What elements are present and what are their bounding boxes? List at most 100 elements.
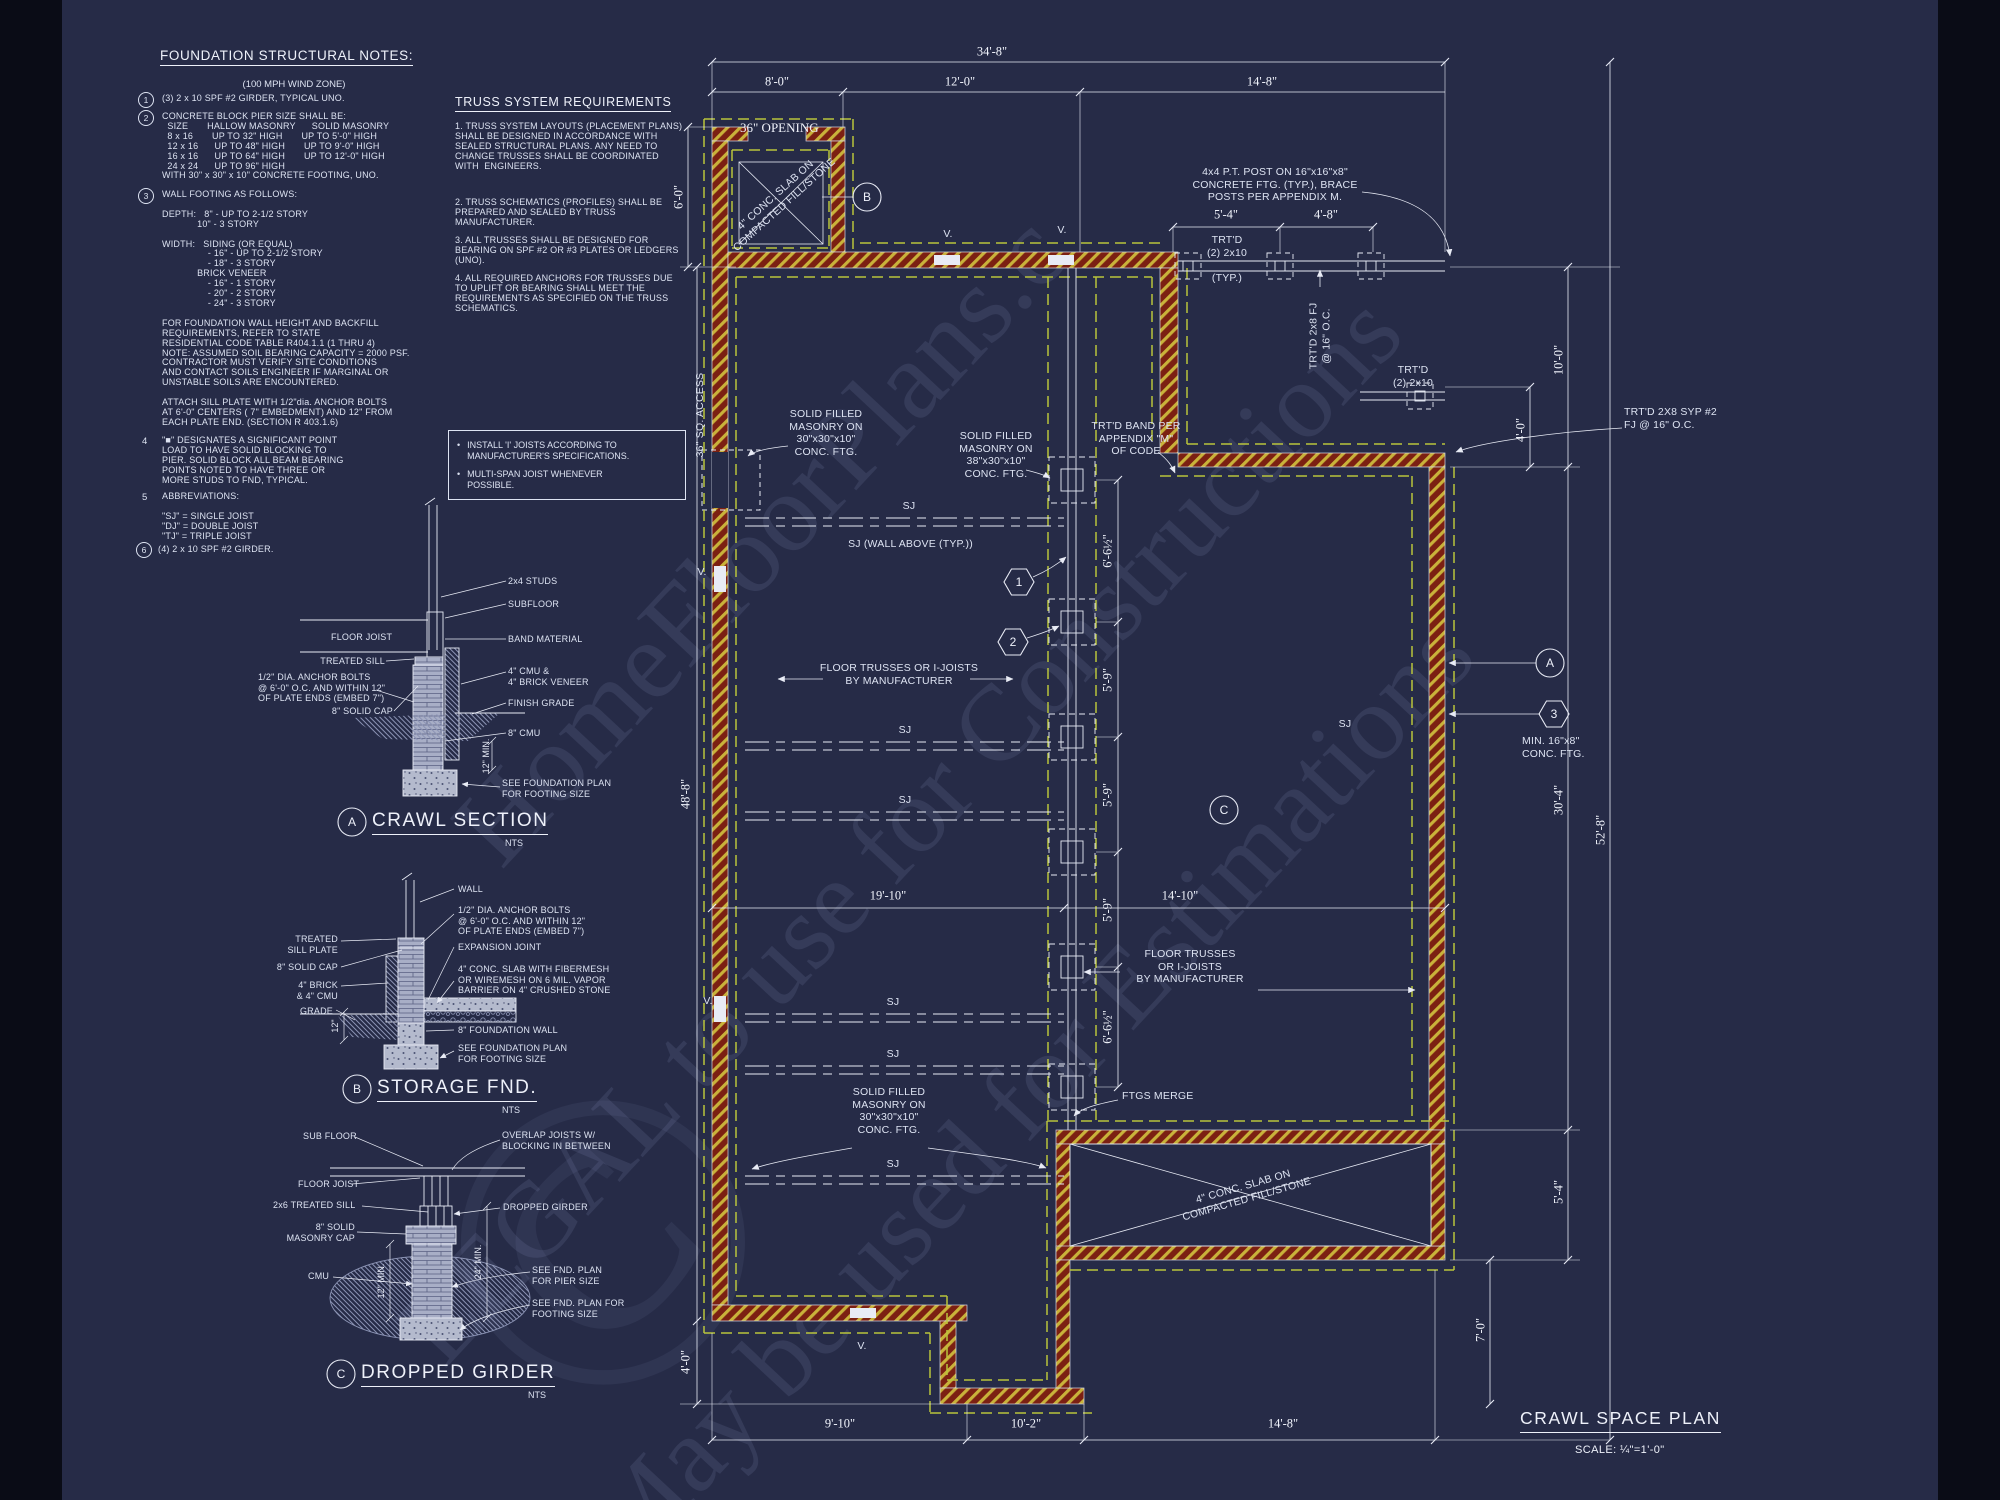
- detail-title-crawl-section: CRAWL SECTION: [372, 810, 549, 835]
- label-floor-trusses-center: FLOOR TRUSSES OR I-JOISTS BY MANUFACTURE…: [819, 662, 979, 687]
- dim-left1: 6'-0": [671, 184, 686, 210]
- note-text: ABBREVIATIONS: "SJ" = SINGLE JOIST "DJ" …: [162, 491, 259, 541]
- label-grade: GRADE: [299, 1006, 333, 1016]
- right-edge-strip: [1938, 0, 2000, 1500]
- label-trtd-fj: TRT'D 2x8 FJ @ 16" O.C.: [1307, 302, 1333, 370]
- label-floor-joist: FLOOR JOIST: [331, 632, 393, 642]
- detail-tag-c: C: [336, 1367, 346, 1381]
- foundation-notes-title: FOUNDATION STRUCTURAL NOTES:: [160, 48, 414, 66]
- truss-item: 1. TRUSS SYSTEM LAYOUTS (PLACEMENT PLANS…: [455, 121, 683, 171]
- label-trtd-syp: TRT'D 2X8 SYP #2 FJ @ 16" O.C.: [1624, 406, 1717, 431]
- label-see-foundation-plan: SEE FOUNDATION PLAN FOR FOOTING SIZE: [458, 1043, 568, 1064]
- plan-dimension-lines: [680, 57, 1620, 1445]
- dim-chain: 6'-6½": [1100, 1010, 1115, 1044]
- marker-hex1: 1: [1015, 575, 1023, 589]
- detail-scale: NTS: [502, 1105, 520, 1115]
- bullet-icon: •: [457, 440, 461, 450]
- label-conc-slab: 4" CONC. SLAB WITH FIBERMESH OR WIREMESH…: [458, 964, 611, 995]
- truss-item: 3. ALL TRUSSES SHALL BE DESIGNED FOR BEA…: [455, 235, 679, 265]
- label-see-foundation-plan: SEE FOUNDATION PLAN FOR FOOTING SIZE: [502, 778, 612, 799]
- label-sj: SJ: [898, 724, 912, 736]
- marker-c: C: [1219, 803, 1229, 817]
- label-sill-plate: TREATED SILL PLATE: [287, 934, 338, 955]
- label-sj: SJ: [886, 1048, 900, 1060]
- label-finish-grade: FINISH GRADE: [508, 698, 575, 708]
- label-cmu8: 8" CMU: [508, 728, 541, 738]
- dim-seg1: 8'-0": [764, 74, 790, 89]
- label-masonry-30-top: SOLID FILLED MASONRY ON 30"x30"x10" CONC…: [789, 408, 863, 458]
- dim-right-10: 10'-0": [1551, 344, 1566, 376]
- label-floor-joist: FLOOR JOIST: [298, 1179, 360, 1189]
- dim-12min: 12" MIN.: [481, 738, 491, 774]
- plan-vents: [714, 255, 1074, 1318]
- label-anchor-bolts: 1/2" DIA. ANCHOR BOLTS @ 6'-0" O.C. AND …: [258, 672, 386, 703]
- label-pier-size: SEE FND. PLAN FOR PIER SIZE: [532, 1265, 603, 1286]
- joist-note: INSTALL 'I' JOISTS ACCORDING TO MANUFACT…: [467, 440, 630, 461]
- note-text: CONCRETE BLOCK PIER SIZE SHALL BE: SIZE …: [162, 111, 390, 181]
- note-number: 3: [138, 188, 154, 204]
- label-post-note: 4x4 P.T. POST ON 16"x16"x8" CONCRETE FTG…: [1192, 166, 1358, 203]
- dim-chain: 6'-6½": [1100, 534, 1115, 568]
- dim-left3: 4'-0": [678, 1349, 693, 1375]
- label-sub-floor: SUB FLOOR: [303, 1131, 357, 1141]
- label-masonry-cap: 8" SOLID MASONRY CAP: [286, 1222, 355, 1243]
- sheet-title: CRAWL SPACE PLAN: [1520, 1408, 1721, 1433]
- label-trtd-2x10: TRT'D (2) 2x10: [1392, 364, 1434, 389]
- label-vent: V.: [703, 995, 713, 1007]
- crawl-section-drawing: [300, 497, 525, 837]
- note-text: WALL FOOTING AS FOLLOWS: DEPTH: 8" - UP …: [162, 189, 410, 427]
- label-solid-cap: 8" SOLID CAP: [276, 962, 338, 972]
- dim-mid1: 19'-10": [869, 888, 907, 903]
- label-band: BAND MATERIAL: [508, 634, 583, 644]
- note-number: 6: [136, 542, 152, 558]
- dim-12: 12": [330, 1019, 340, 1033]
- dim-overall-width: 34'-8": [976, 44, 1008, 59]
- dim-right-30: 30'-4": [1551, 784, 1566, 816]
- truss-requirements-title: TRUSS SYSTEM REQUIREMENTS: [455, 95, 672, 112]
- label-vent: V.: [943, 228, 953, 240]
- plan-walls: [711, 126, 1446, 1405]
- marker-hex2: 2: [1009, 635, 1017, 649]
- detail-scale: NTS: [528, 1390, 546, 1400]
- label-masonry-38: SOLID FILLED MASONRY ON 38"x30"x10" CONC…: [959, 430, 1033, 480]
- label-trtd-2x10: TRT'D (2) 2x10: [1206, 234, 1248, 259]
- label-trtd-band: TRT'D BAND PER APPENDIX "M" OF CODE: [1091, 420, 1181, 457]
- dropped-girder-drawing: [326, 1136, 531, 1389]
- label-sj: SJ: [898, 794, 912, 806]
- plan-white-lines: [738, 161, 1445, 1247]
- joist-note-box: • INSTALL 'I' JOISTS ACCORDING TO MANUFAC…: [448, 430, 686, 500]
- detail-title-storage-fnd: STORAGE FND.: [377, 1077, 538, 1102]
- dim-chain: 5'-9": [1100, 897, 1115, 923]
- footing-dashed-lines: [703, 118, 1455, 1414]
- note-text: (3) 2 x 10 SPF #2 GIRDER, TYPICAL UNO.: [162, 93, 345, 103]
- label-masonry-30-bottom: SOLID FILLED MASONRY ON 30"x30"x10" CONC…: [852, 1086, 926, 1136]
- dim-mid2: 14'-10": [1161, 888, 1199, 903]
- dim-right-4: 4'-0": [1513, 417, 1528, 443]
- detail-title-dropped-girder: DROPPED GIRDER: [361, 1362, 556, 1387]
- label-vent: V.: [697, 566, 707, 578]
- foundation-notes-subtitle: (100 MPH WIND ZONE): [242, 79, 346, 90]
- plan-leaders: [747, 191, 1623, 1170]
- label-sj: SJ: [886, 1158, 900, 1170]
- access-gap: [712, 452, 728, 508]
- label-typ: (TYP.): [1211, 272, 1243, 284]
- label-floor-trusses-right: FLOOR TRUSSES OR I-JOISTS BY MANUFACTURE…: [1136, 948, 1244, 985]
- marker-b: B: [862, 190, 871, 204]
- storage-fnd-drawing: [300, 872, 517, 1104]
- dim-bottom3: 14'-8": [1267, 1416, 1299, 1431]
- label-footing-size: SEE FND. PLAN FOR FOOTING SIZE: [532, 1298, 625, 1319]
- dim-bottom2: 10'-2": [1010, 1416, 1042, 1431]
- label-dropped-girder: DROPPED GIRDER: [503, 1202, 588, 1212]
- label-brick-cmu: 4" BRICK & 4" CMU: [296, 980, 338, 1001]
- plan-marker-shapes: [852, 182, 1570, 825]
- plan-piers: [1048, 456, 1096, 1111]
- label-wall: WALL: [458, 884, 483, 894]
- marker-a: A: [1545, 656, 1554, 670]
- truss-item: 2. TRUSS SCHEMATICS (PROFILES) SHALL BE …: [455, 197, 663, 227]
- dim-porch1: 5'-4": [1213, 207, 1239, 222]
- marker-hex3: 3: [1550, 707, 1558, 721]
- dim-chain: 5'-9": [1100, 782, 1115, 808]
- dim-bottom1: 9'-10": [824, 1416, 856, 1431]
- label-anchor-bolts: 1/2" DIA. ANCHOR BOLTS @ 6'-0" O.C. AND …: [458, 905, 586, 936]
